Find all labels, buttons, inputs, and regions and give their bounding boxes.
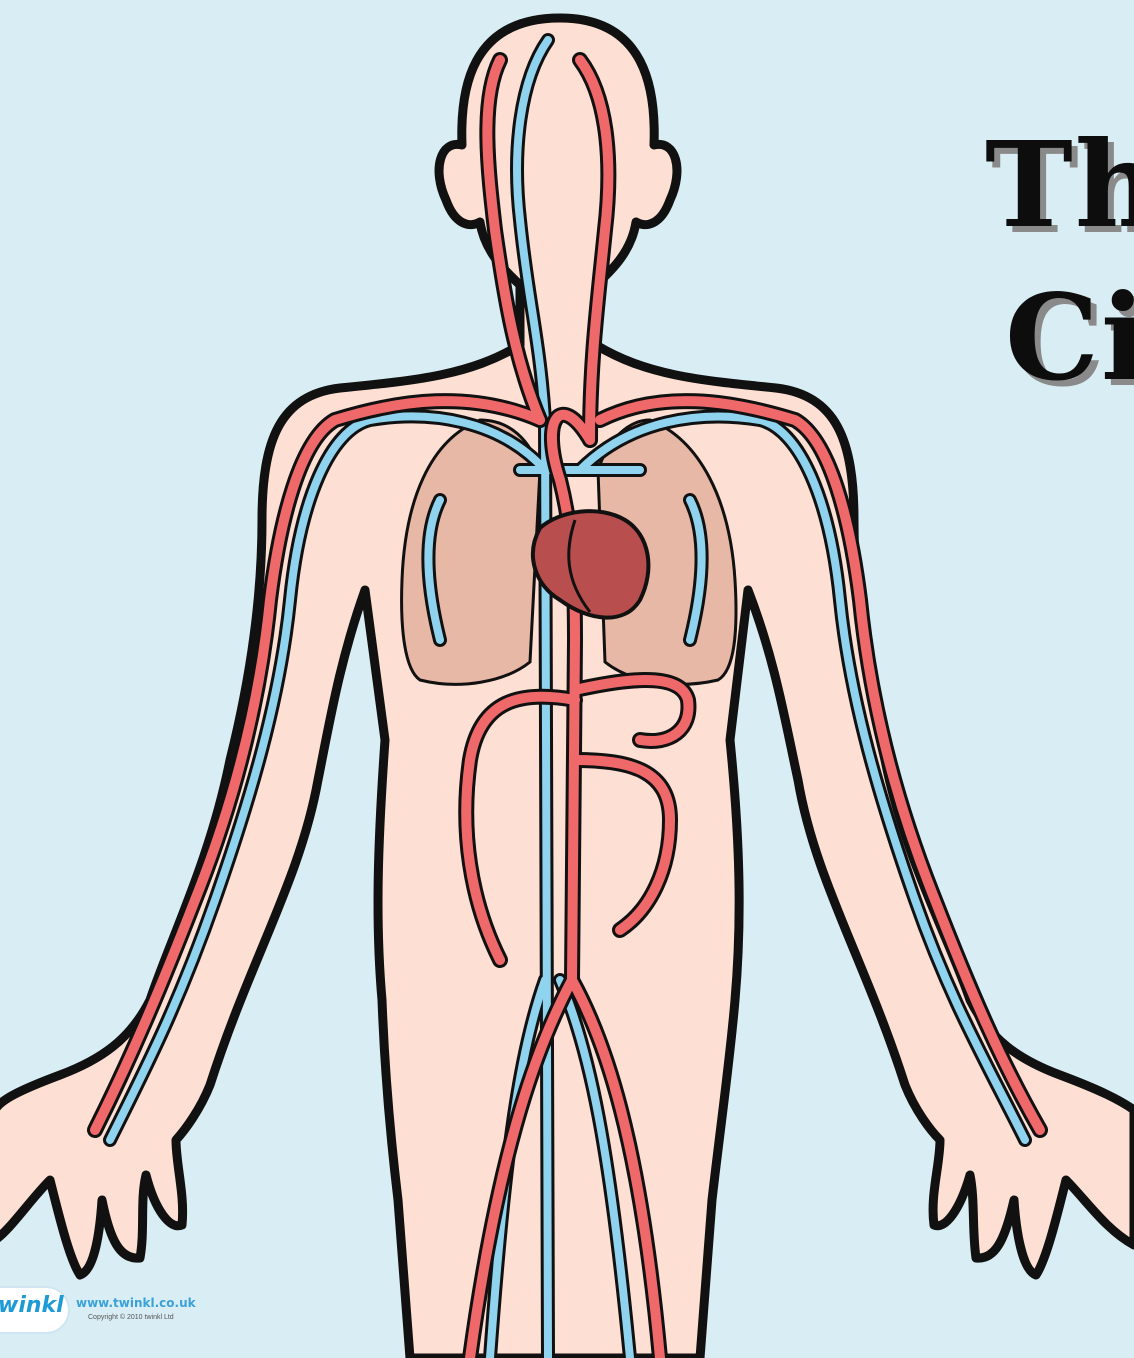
logo-url[interactable]: www.twinkl.co.uk [76, 1296, 196, 1310]
logo-copyright: Copyright © 2010 twinkl Ltd [88, 1314, 174, 1321]
title-line-1: Th [985, 115, 1134, 254]
twinkl-logo[interactable]: winkl www.twinkl.co.uk Copyright © 2010 … [0, 1280, 240, 1340]
logo-brand: winkl [0, 1293, 64, 1318]
title-line-2: Ci [1005, 268, 1134, 407]
